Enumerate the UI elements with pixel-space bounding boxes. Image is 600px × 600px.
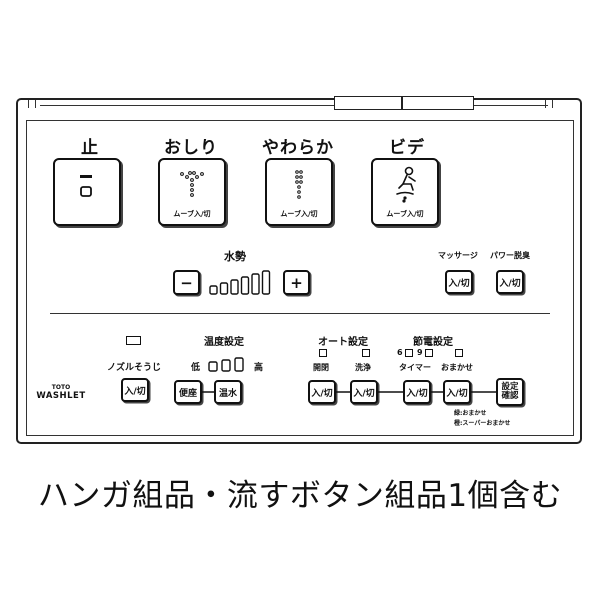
wash-lamp <box>362 349 370 357</box>
temp-high-label: 高 <box>254 363 264 373</box>
nozzle-clean-label: ノズルそうじ <box>107 363 162 373</box>
temp-low-label: 低 <box>191 363 201 373</box>
confirm-line2: 確認 <box>501 391 519 401</box>
soft-wash-caption: ムーブ入/切 <box>280 210 318 218</box>
temperature-label: 温度設定 <box>204 337 244 348</box>
pressure-level-indicator <box>208 268 274 296</box>
water-temp-button[interactable]: 温水 <box>214 380 242 404</box>
brand-line2: WASHLET <box>36 391 86 401</box>
omakase-button[interactable]: 入/切 <box>443 380 471 404</box>
pressure-level-bar <box>230 279 239 295</box>
pressure-plus-button[interactable]: + <box>283 270 310 295</box>
timer-6h-label: 6 <box>397 348 403 357</box>
brand-line1: TOTO <box>51 384 71 391</box>
bidet-caption: ムーブ入/切 <box>386 210 424 218</box>
pressure-level-bar <box>240 276 250 295</box>
pressure-level-bar <box>209 285 218 295</box>
bidet-icon <box>396 166 416 203</box>
hanger-tab-right <box>402 96 474 110</box>
rear-wash-label: おしり <box>164 138 218 158</box>
rear-wash-button[interactable]: ムーブ入/切 <box>158 158 226 226</box>
confirm-line1: 設定 <box>501 381 519 392</box>
seat-temp-button[interactable]: 便座 <box>174 380 202 404</box>
power-save-label: 節電設定 <box>413 337 453 348</box>
power-deodorize-button[interactable]: 入/切 <box>496 270 524 294</box>
pressure-minus-button[interactable]: − <box>173 270 200 295</box>
massage-button[interactable]: 入/切 <box>445 270 473 294</box>
section-divider <box>50 313 550 314</box>
omakase-label: おまかせ <box>441 363 473 372</box>
wash-label: 洗浄 <box>355 363 371 372</box>
timer-label: タイマー <box>399 363 431 372</box>
battery-icon <box>126 336 141 345</box>
timer-9h-label: 9 <box>417 348 423 357</box>
timer-9h-lamp <box>425 349 433 357</box>
omakase-note: 緑:おまかせ <box>454 410 487 417</box>
bidet-label: ビデ <box>389 138 425 158</box>
super-omakase-note: 橙:スーパーおまかせ <box>454 420 511 427</box>
timer-button[interactable]: 入/切 <box>403 380 431 404</box>
omakase-lamp <box>455 349 463 357</box>
rear-wash-caption: ムーブ入/切 <box>173 210 211 218</box>
hanger-tab-left <box>334 96 402 110</box>
settings-confirm-button[interactable]: 設定 確認 <box>496 378 524 406</box>
open-close-label: 開閉 <box>313 363 329 372</box>
control-panel <box>26 120 574 436</box>
temperature-level-bar <box>208 361 218 372</box>
toto-washlet-logo: TOTO WASHLET <box>30 384 92 401</box>
left-notch <box>28 100 36 108</box>
temperature-level-bar <box>221 359 231 372</box>
soft-wash-icon <box>295 170 303 199</box>
soft-wash-label: やわらか <box>262 138 334 158</box>
power-deodorize-label: パワー脱臭 <box>490 251 530 260</box>
open-close-lamp <box>319 349 327 357</box>
nozzle-clean-button[interactable]: 入/切 <box>121 378 149 402</box>
pressure-level-bar <box>261 270 271 295</box>
auto-settings-label: オート設定 <box>318 337 368 348</box>
bidet-button[interactable]: ムーブ入/切 <box>371 158 439 226</box>
product-caption: ハンガ組品・流すボタン組品1個含む <box>37 478 563 514</box>
rear-wash-icon <box>180 171 204 197</box>
auto-wash-button[interactable]: 入/切 <box>350 380 378 404</box>
water-pressure-label: 水勢 <box>224 250 246 263</box>
pressure-level-bar <box>219 282 229 295</box>
top-edge-line <box>40 105 548 106</box>
stop-icon <box>80 175 92 197</box>
timer-6h-lamp <box>405 349 413 357</box>
temperature-level-bar <box>234 357 244 372</box>
stop-button[interactable] <box>53 158 121 226</box>
pressure-level-bar <box>251 273 260 295</box>
stop-label: 止 <box>81 138 99 158</box>
soft-wash-button[interactable]: ムーブ入/切 <box>265 158 333 226</box>
temperature-level-indicator <box>206 356 250 372</box>
massage-label: マッサージ <box>438 251 478 260</box>
right-notch <box>545 100 553 108</box>
open-close-button[interactable]: 入/切 <box>308 380 336 404</box>
